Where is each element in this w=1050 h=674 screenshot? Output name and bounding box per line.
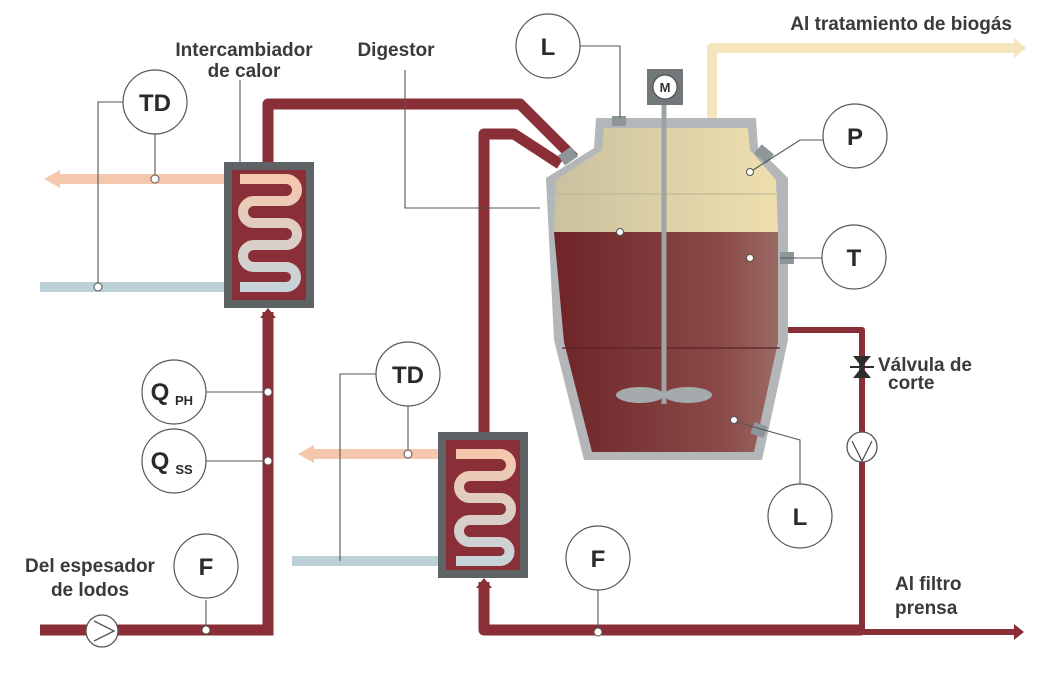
filter-press-label-line2: prensa [895, 598, 958, 619]
inlet-nozzle [558, 146, 578, 166]
td-indicator-top: TD [122, 69, 188, 135]
shutoff-valve [850, 356, 874, 378]
mixer-blade-left [616, 387, 664, 403]
mixer-blade-right [664, 387, 712, 403]
svg-text:F: F [591, 546, 606, 573]
heat-exchanger-1 [224, 162, 314, 318]
heat-exchanger-label-line1: Intercambiador [175, 40, 313, 61]
valve-label-line2: corte [888, 373, 934, 394]
recirculation-pump [846, 431, 878, 463]
coil-1 [238, 174, 302, 292]
svg-text:TD: TD [392, 362, 424, 389]
thickener-label-line1: Del espesador [25, 556, 155, 577]
level-indicator-bottom: L [767, 483, 833, 549]
outlet-arrowhead [1014, 624, 1024, 640]
qss-indicator: Q SS [141, 428, 207, 494]
level-nozzle-top [612, 116, 626, 126]
heat-exchanger-label-line2: de calor [208, 61, 281, 82]
recirculation-return-pipe [478, 582, 862, 636]
pressure-nozzle [754, 144, 774, 164]
svg-text:F: F [199, 554, 214, 581]
heat-exchanger-2 [438, 432, 528, 588]
td-indicator-bottom: TD [375, 341, 441, 407]
svg-text:L: L [541, 34, 556, 61]
pressure-indicator: P [822, 103, 888, 169]
digester-label: Digestor [357, 40, 435, 61]
svg-text:PH: PH [175, 393, 193, 408]
biogas-arrowhead [1014, 38, 1026, 58]
biogas-treatment-label: Al tratamiento de biogás [790, 14, 1012, 35]
svg-text:L: L [793, 504, 808, 531]
svg-text:P: P [847, 124, 863, 151]
digester-tank: M [546, 69, 794, 460]
valve-label-line1: Válvula de [878, 355, 972, 376]
sludge-to-digester-pipe [262, 98, 578, 164]
coil-2 [454, 449, 516, 566]
svg-text:TD: TD [139, 90, 171, 117]
thickener-label-line2: de lodos [51, 580, 129, 601]
recirculation-pipe [478, 128, 564, 432]
svg-text:SS: SS [175, 462, 193, 477]
filter-press-label-line1: Al filtro [895, 574, 962, 595]
inlet-arrow-2 [476, 578, 492, 588]
inlet-arrow-1 [260, 308, 276, 318]
hot-arrowhead-bottom [298, 445, 314, 463]
feed-pump [85, 614, 119, 648]
motor-circle [652, 74, 678, 100]
hot-arrowhead-top [44, 170, 60, 188]
flow-indicator-recirculation: F [565, 525, 631, 591]
svg-text:Q: Q [151, 448, 170, 475]
level-indicator-top: L [515, 13, 581, 79]
svg-text:T: T [847, 245, 862, 272]
level-nozzle-bottom [750, 421, 768, 439]
biogas-line [707, 43, 1014, 128]
flow-indicator-feed: F [173, 533, 239, 599]
svg-text:Q: Q [151, 379, 170, 406]
temperature-indicator: T [821, 224, 887, 290]
qph-indicator: Q PH [141, 359, 207, 425]
motor-label: M [660, 80, 671, 95]
